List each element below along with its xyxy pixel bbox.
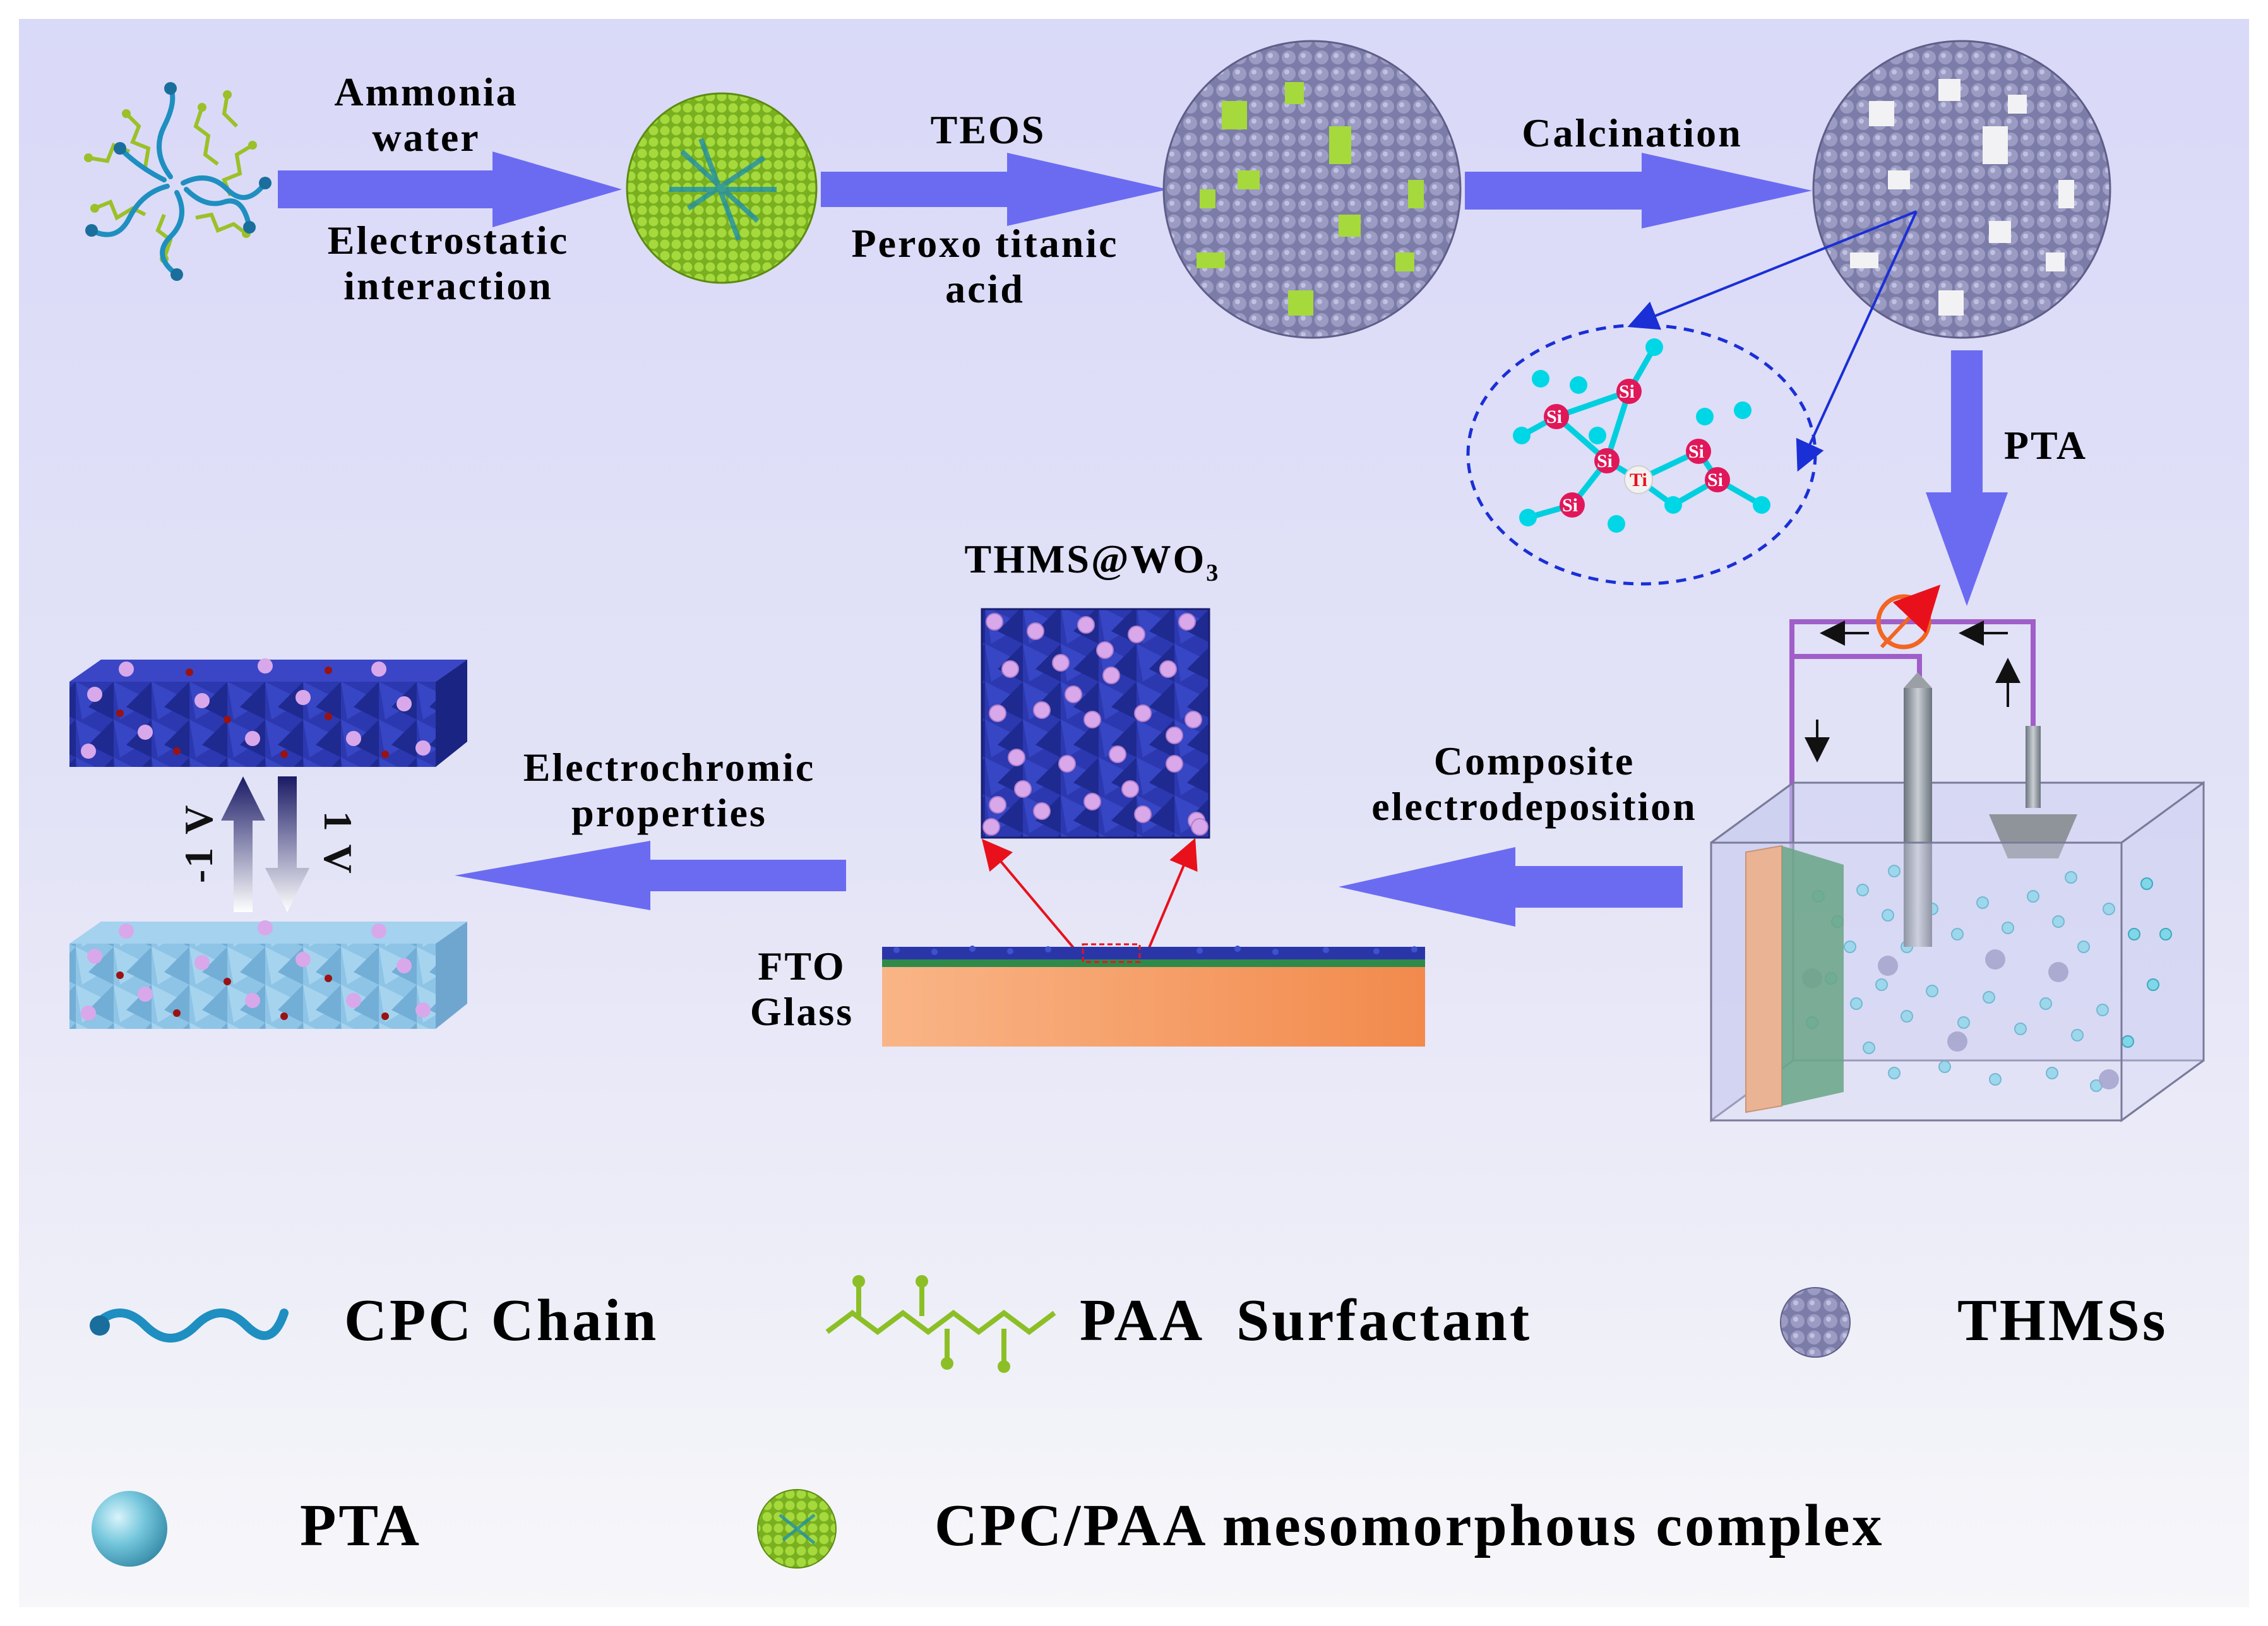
legend-label-pta: PTA — [300, 1493, 422, 1558]
electrodeposition-cell — [1710, 585, 2205, 1122]
bleached-film — [69, 920, 467, 1029]
mesomorphous-complex-icon — [757, 1489, 837, 1569]
legend-label-thmss: THMSs — [1957, 1288, 2168, 1353]
zoom-lines — [1627, 210, 1918, 472]
label-composite-electrodeposition: Composite electrodeposition — [1371, 739, 1697, 829]
fto-glass-substrate — [882, 943, 1425, 1047]
atom-si: Si — [1546, 406, 1562, 427]
thms-wo3-film-closeup — [981, 608, 1210, 839]
label-electrostatic-interaction: Electrostatic interaction — [327, 218, 570, 308]
cpc-paa-chains — [84, 82, 272, 281]
atom-si: Si — [1707, 470, 1723, 490]
arrow-ammonia — [278, 151, 622, 227]
atom-si: Si — [1597, 451, 1613, 472]
arrow-composite — [1339, 847, 1683, 927]
label-peroxo-titanic-acid: Peroxo titanic acid — [851, 221, 1119, 311]
atom-si: Si — [1619, 381, 1635, 402]
mesomorphous-sphere — [626, 92, 818, 284]
si-ti-molecule — [1466, 323, 1817, 586]
pta-sphere-icon — [92, 1491, 167, 1567]
switch-arrows — [221, 776, 309, 912]
atom-si: Si — [1688, 441, 1704, 462]
silica-sphere-white — [1812, 40, 2111, 339]
label-calcination: Calcination — [1522, 110, 1743, 155]
atom-si: Si — [1562, 495, 1578, 516]
label-ammonia-water: Ammonia water — [334, 69, 518, 160]
arrow-calcination — [1465, 153, 1812, 228]
atom-ti: Ti — [1630, 470, 1647, 490]
paa-surfactant-icon — [825, 1281, 1056, 1367]
zoom-arrows-red — [981, 838, 1198, 964]
label-thms-wo3: THMS@WO₃ — [964, 537, 1221, 581]
arrow-teos — [821, 153, 1168, 226]
molecule-atom-labels: Si Si Si Si Si Si Ti — [1546, 381, 1723, 516]
cpc-chain-icon — [90, 1309, 289, 1343]
silica-sphere-green — [1162, 40, 1462, 339]
colored-film — [69, 658, 467, 767]
label-pta-step: PTA — [2003, 423, 2088, 468]
label-electrochromic-properties: Electrochromic properties — [523, 745, 816, 835]
label-plus-1v: 1 V — [315, 810, 361, 875]
legend-label-paa-surfactant: PAA Surfactant — [1080, 1288, 1532, 1353]
label-teos: TEOS — [930, 107, 1046, 152]
paa-surfactant-dots — [852, 1275, 1010, 1373]
arrow-pta-down — [1926, 350, 2008, 606]
legend-label-cpc-chain: CPC Chain — [344, 1288, 659, 1353]
label-fto-glass: FTO Glass — [749, 944, 854, 1034]
label-minus-1v: -1 V — [176, 803, 222, 884]
thms-sphere-icon — [1780, 1287, 1851, 1358]
legend-label-mesomorphous-complex: CPC/PAA mesomorphous complex — [934, 1493, 1885, 1558]
arrow-electrochromic — [455, 841, 846, 910]
